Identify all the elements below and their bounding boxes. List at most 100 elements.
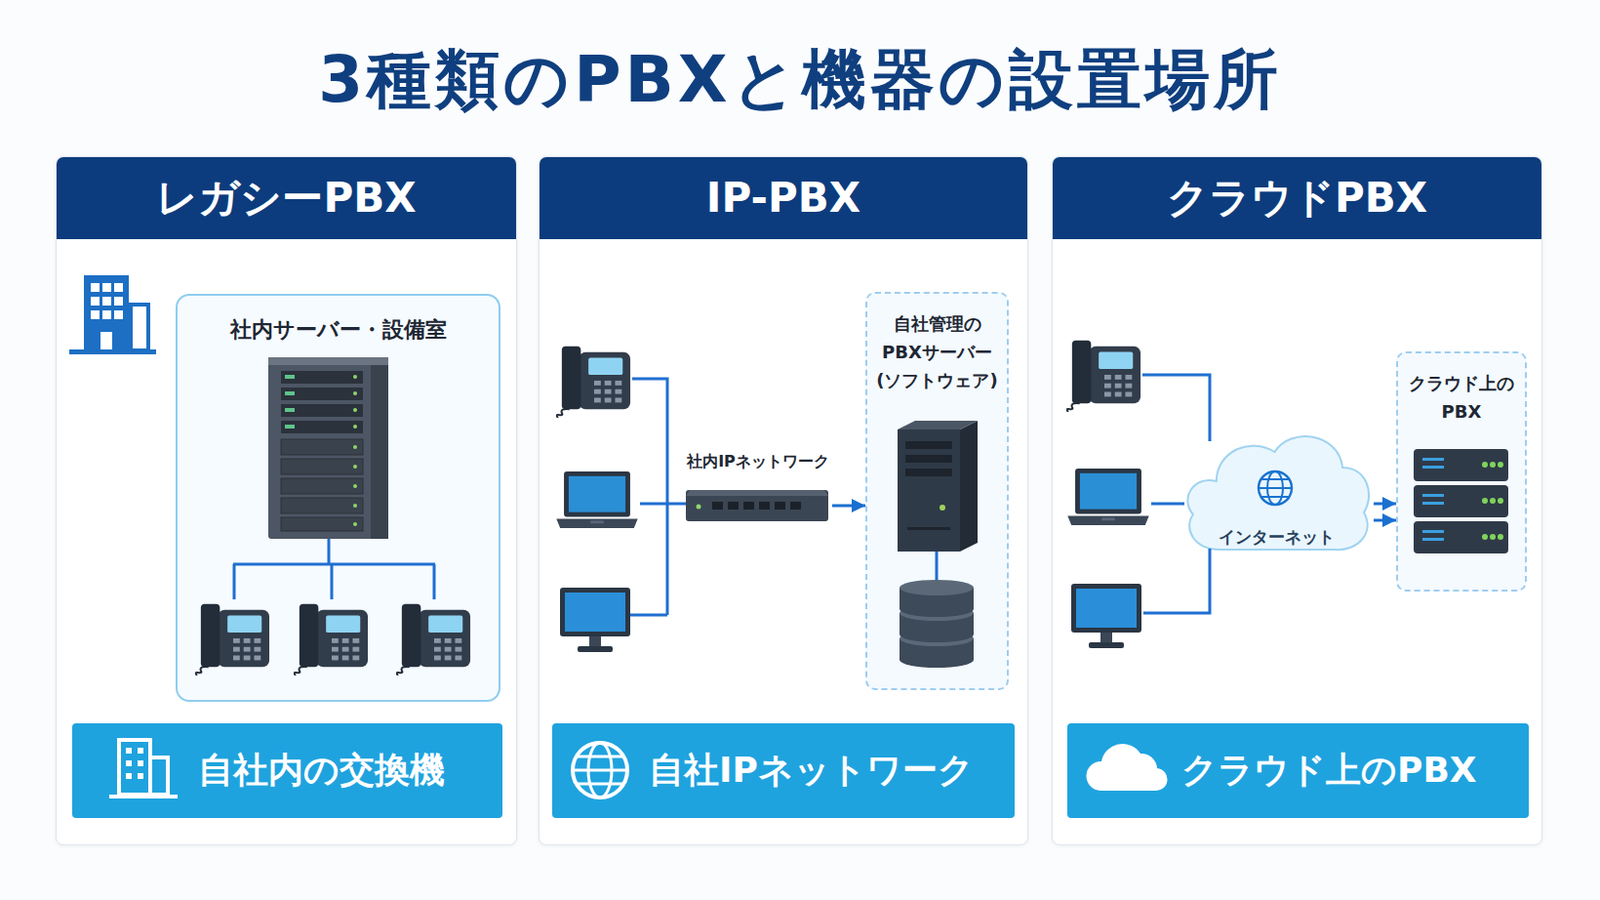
server-rack [268, 357, 389, 365]
band-globe-icon [572, 742, 628, 798]
band-cloud-icon [1085, 743, 1167, 791]
server-tower [905, 440, 953, 449]
server-rack [280, 478, 363, 494]
network-switch [712, 501, 723, 510]
band-globe-icon [572, 768, 628, 772]
building-icon [90, 296, 100, 306]
internet-wiring [1142, 374, 1210, 613]
pbx-server-box: 自社管理の PBXサーバー (ソフトウェア) [865, 291, 1009, 690]
flow-arrow [1373, 502, 1397, 506]
summary-band: 自社内の交換機 [72, 722, 503, 818]
server-rack [353, 407, 358, 412]
node-label: 社内サーバー・設備室 [177, 315, 499, 345]
desk-phone [196, 603, 270, 676]
building-icon [130, 304, 149, 351]
globe-icon [1258, 471, 1292, 505]
network-switch [790, 501, 801, 510]
database-icon [899, 638, 974, 660]
cloud-server [1489, 533, 1496, 540]
desk-phone [397, 603, 471, 676]
band-building-icon [109, 739, 178, 799]
server-rack [353, 464, 358, 469]
pbx-panel: レガシーPBX 社内サーバー・設備室自社内の交換機 [55, 156, 518, 845]
building-icon [69, 275, 157, 355]
band-globe-icon [577, 755, 623, 759]
cloud-server [1422, 501, 1444, 505]
server-rack [284, 391, 295, 396]
band-globe-icon [577, 782, 623, 786]
cloud-server [1497, 461, 1504, 468]
flow-arrow [1373, 519, 1397, 522]
pbx-panel: IP-PBX社内IPネットワーク自社管理の PBXサーバー (ソフトウェア)自社… [538, 156, 1029, 845]
network-switch [727, 501, 739, 510]
cloud-server [1413, 484, 1509, 518]
node-label: 自社IPネットワーク [648, 722, 974, 818]
database-icon [899, 600, 974, 617]
diagram-title: 3種類のPBXと機器の設置場所 [0, 39, 1600, 121]
server-rack [284, 424, 295, 429]
database-icon [899, 604, 974, 621]
server-rack [280, 370, 363, 384]
cloud-server [1422, 465, 1444, 469]
cloud-server [1481, 461, 1488, 468]
building-icon [102, 296, 112, 306]
server-tower [960, 420, 978, 552]
server-rack [353, 391, 358, 396]
building-icon [114, 282, 123, 292]
lan-wiring [630, 378, 686, 615]
band-cloud-icon [1085, 743, 1167, 791]
band-building-icon [150, 757, 168, 795]
panel-heading: クラウドPBX [1052, 157, 1542, 240]
server-rack [353, 444, 358, 449]
storage-link [935, 551, 939, 586]
server-tower [897, 429, 960, 552]
server-tower [897, 420, 978, 552]
monitor [560, 587, 631, 652]
database-icon [899, 630, 974, 646]
band-building-icon [109, 794, 178, 799]
server-rack [280, 403, 363, 417]
node-label: クラウド上の PBX [1398, 353, 1525, 426]
server-tower [907, 526, 951, 530]
network-switch [759, 501, 770, 510]
cloud-server [1422, 457, 1444, 461]
server-rack [370, 357, 389, 539]
building-icon [69, 349, 157, 355]
summary-band: クラウド上のPBX [1067, 722, 1529, 818]
desk-phone [557, 346, 631, 418]
band-globe-icon [572, 742, 628, 798]
database-icon [899, 587, 974, 609]
band-building-icon [137, 772, 144, 779]
server-rack [280, 517, 363, 531]
building-icon [102, 282, 112, 292]
panel-heading: レガシーPBX [56, 157, 517, 240]
server-tower [897, 420, 978, 430]
building-icon [90, 282, 100, 292]
server-rack [284, 407, 295, 412]
network-switch [685, 489, 829, 496]
panel-heading: IP-PBX [539, 157, 1028, 240]
band-building-icon [137, 747, 144, 754]
cloud-server [1422, 537, 1444, 541]
database-icon [899, 626, 974, 642]
cloud-server [1497, 497, 1504, 504]
band-globe-icon [588, 742, 612, 798]
globe-icon [1261, 495, 1289, 498]
network-switch [774, 501, 786, 510]
globe-icon [1261, 478, 1289, 480]
server-room-box: 社内サーバー・設備室 [175, 293, 501, 702]
database-icon [899, 651, 974, 668]
database-icon [899, 612, 974, 635]
node-label: 自社内の交換機 [198, 722, 445, 818]
cloud-server [1497, 533, 1504, 540]
server-rack [280, 458, 363, 475]
band-building-icon [119, 739, 151, 795]
cloud-server [1413, 448, 1509, 481]
flow-arrow [832, 504, 866, 508]
desk-phone [294, 603, 368, 676]
internet-cloud: インターネット [1179, 424, 1374, 562]
server-rack [280, 387, 363, 400]
server-rack [353, 374, 358, 379]
